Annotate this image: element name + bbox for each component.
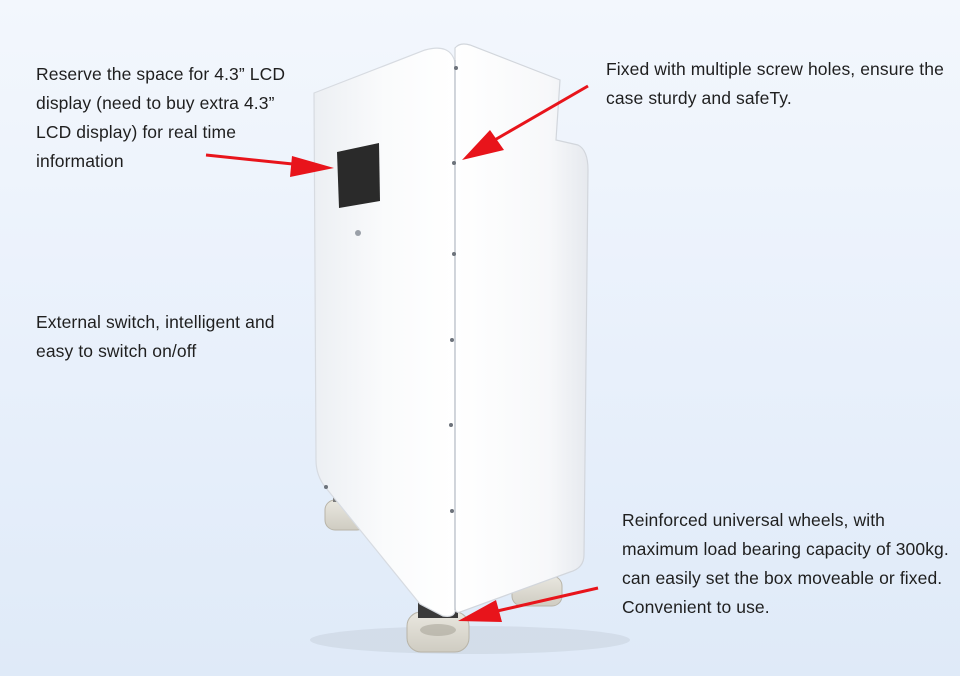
floor-shadow xyxy=(310,626,630,654)
callout-external-switch: External switch, intelligent and easy to… xyxy=(36,312,275,361)
arrow-screw-holes xyxy=(462,84,589,160)
arrows xyxy=(205,84,599,622)
screw-holes xyxy=(324,66,458,513)
callout-universal-wheels: Reinforced universal wheels, with maximu… xyxy=(622,510,949,617)
lcd-display-window xyxy=(337,143,380,208)
arrow-wheels xyxy=(458,586,599,622)
callout-screw-holes: Fixed with multiple screw holes, ensure … xyxy=(606,59,944,108)
cabinet-side-face xyxy=(454,43,589,613)
switch-hole xyxy=(355,230,361,236)
arrow-lcd xyxy=(205,153,334,177)
callout-lcd-display: Reserve the space for 4.3” LCD display (… xyxy=(36,64,286,171)
cabinet-front-face xyxy=(313,47,456,617)
